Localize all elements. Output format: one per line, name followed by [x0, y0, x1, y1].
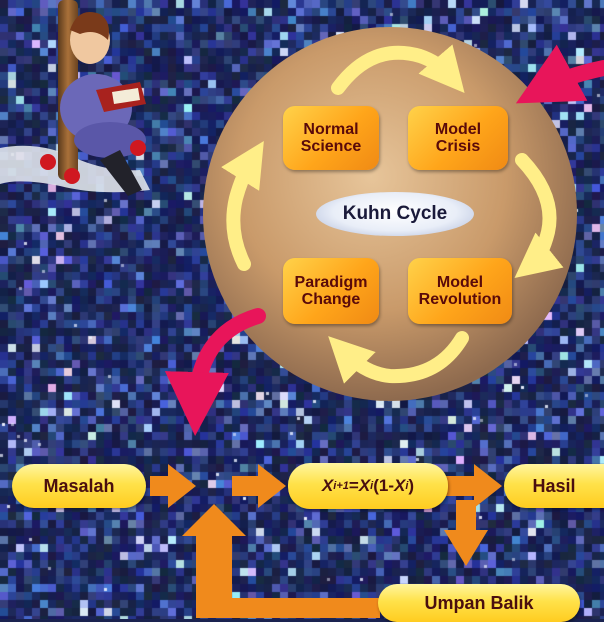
formula-sub-i1: i	[370, 480, 374, 492]
stage-paradigm-change-line2: Change	[301, 291, 361, 308]
formula-open: (1-	[373, 476, 394, 495]
cycle-arrows	[221, 44, 564, 384]
formula-x3: X	[394, 476, 406, 495]
feedback-umpan-balik-label: Umpan Balik	[424, 592, 534, 613]
stage-normal-science-line1: Normal	[303, 121, 359, 138]
formula-sub-i2: i	[405, 480, 409, 492]
formula-sub-next: i+1	[333, 480, 349, 492]
output-hasil-label: Hasil	[532, 475, 576, 496]
formula-eq: =	[348, 476, 359, 495]
arrow-down-to-feedback	[444, 500, 488, 566]
pink-arrow-left	[164, 308, 266, 436]
stage-model-revolution-line1: Model	[436, 274, 484, 291]
pink-arrows	[164, 44, 604, 436]
arrow-formula-to-hasil	[446, 464, 502, 508]
kuhn-cycle-label: Kuhn Cycle	[316, 192, 474, 236]
pink-arrow-top-right	[515, 44, 604, 104]
input-masalah: Masalah	[12, 464, 146, 508]
stage-paradigm-change-line1: Paradigm	[294, 274, 368, 291]
formula-x2: X	[358, 476, 371, 495]
formula-x1: X	[321, 476, 334, 495]
feedback-umpan-balik: Umpan Balik	[378, 584, 580, 622]
arrow-sum-to-formula	[232, 464, 286, 508]
stage-model-revolution-line2: Revolution	[418, 291, 502, 308]
arrow-masalah-to-sum	[150, 464, 196, 508]
formula-close: )	[408, 476, 415, 495]
cycle-arrow-bottom	[328, 331, 469, 384]
cycle-arrow-left	[221, 141, 264, 271]
stage-normal-science-line2: Science	[300, 138, 362, 155]
output-hasil: Hasil	[504, 464, 604, 508]
flow-arrows	[150, 464, 502, 618]
kuhn-cycle-text: Kuhn Cycle	[342, 203, 448, 224]
stage-model-crisis-line1: Model	[434, 121, 482, 138]
reading-figure-illustration	[0, 0, 150, 196]
cycle-arrow-right	[514, 153, 564, 279]
arrow-feedback-loop	[182, 504, 380, 618]
cycle-arrow-top	[331, 44, 465, 95]
stage-model-crisis-line2: Crisis	[435, 138, 481, 155]
input-masalah-label: Masalah	[43, 475, 115, 496]
